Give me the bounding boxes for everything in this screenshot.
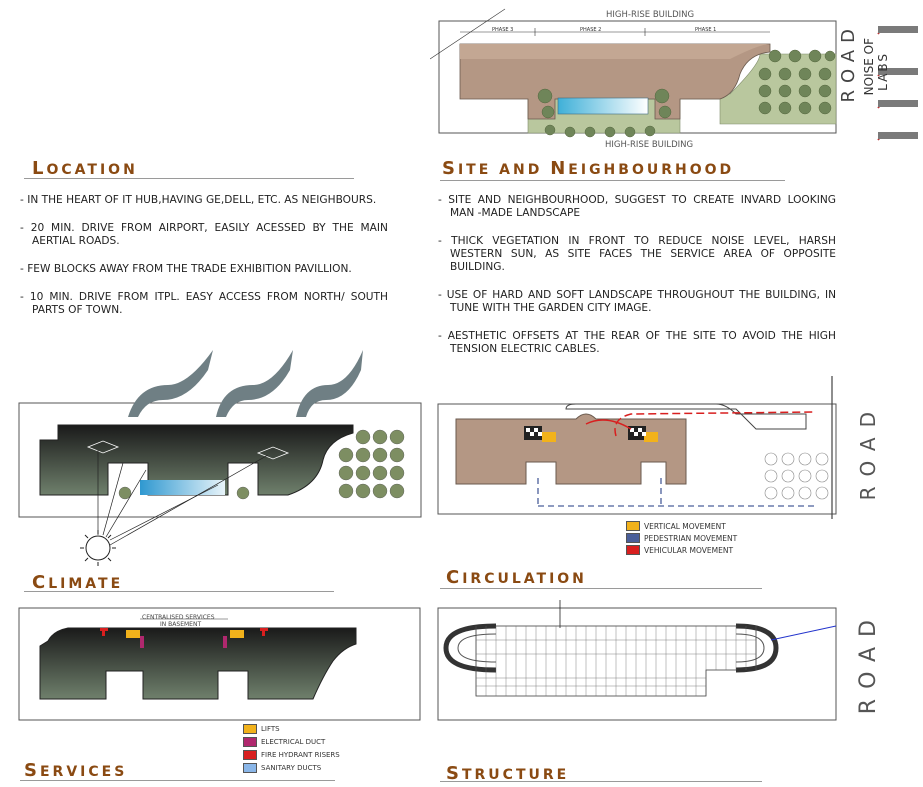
legend-swatch bbox=[243, 762, 257, 773]
circulation-diagram bbox=[436, 374, 838, 522]
noise-of-label: NOISE OF bbox=[862, 38, 876, 96]
structure-heading: STRUCTURE bbox=[446, 763, 570, 784]
services-note-1: CENTRALISED SERVICES bbox=[142, 614, 215, 621]
legend-sanitary-ducts: SANITARY DUCTS bbox=[243, 761, 340, 774]
circulation-rule bbox=[440, 588, 762, 589]
legend-label: VEHICULAR MOVEMENT bbox=[644, 545, 734, 555]
legend-label: LIFTS bbox=[261, 724, 280, 733]
legend-vertical-movement: VERTICAL MOVEMENT bbox=[626, 520, 737, 532]
legend-label: SANITARY DUCTS bbox=[261, 763, 322, 772]
legend-vehicular-movement: VEHICULAR MOVEMENT bbox=[626, 544, 737, 556]
location-point: 20 MIN. DRIVE FROM AIRPORT, EASILY ACESS… bbox=[20, 222, 388, 248]
circulation-road-label: ROAD bbox=[856, 402, 880, 501]
site-rule bbox=[440, 180, 785, 181]
climate-heading: CLIMATE bbox=[32, 572, 124, 593]
services-note-2: IN BASEMENT bbox=[160, 621, 202, 628]
location-point: FEW BLOCKS AWAY FROM THE TRADE EXHIBITIO… bbox=[20, 263, 388, 276]
structure-rule bbox=[440, 781, 762, 782]
legend-swatch bbox=[243, 723, 257, 734]
circulation-legend: VERTICAL MOVEMENT PEDESTRIAN MOVEMENT VE… bbox=[626, 520, 737, 556]
services-diagram bbox=[18, 606, 421, 721]
circulation-heading: CIRCULATION bbox=[446, 567, 587, 588]
legend-swatch bbox=[243, 749, 257, 760]
site-neighbourhood-heading: SITE AND NEIGHBOURHOOD bbox=[442, 158, 735, 179]
legend-label: FIRE HYDRANT RISERS bbox=[261, 750, 340, 759]
legend-label: VERTICAL MOVEMENT bbox=[644, 521, 726, 531]
phase-3-label: PHASE 3 bbox=[492, 27, 513, 33]
location-list: IN THE HEART OF IT HUB,HAVING GE,DELL, E… bbox=[20, 194, 388, 332]
location-point: IN THE HEART OF IT HUB,HAVING GE,DELL, E… bbox=[20, 194, 388, 207]
site-list: SITE AND NEIGHBOURHOOD, SUGGEST TO CREAT… bbox=[438, 194, 836, 371]
location-heading: LOCATION bbox=[32, 158, 138, 179]
bottom-high-rise-label: HIGH-RISE BUILDING bbox=[605, 140, 693, 150]
legend-pedestrian-movement: PEDESTRIAN MOVEMENT bbox=[626, 532, 737, 544]
legend-swatch bbox=[626, 545, 640, 555]
site-plan-road-label: ROAD bbox=[838, 22, 859, 103]
services-heading: SERVICES bbox=[24, 760, 128, 781]
structure-road-label: ROAD bbox=[856, 610, 881, 715]
top-high-rise-label: HIGH-RISE BUILDING bbox=[606, 10, 694, 20]
legend-swatch bbox=[243, 736, 257, 747]
climate-diagram bbox=[18, 345, 423, 570]
services-legend: LIFTS ELECTRICAL DUCT FIRE HYDRANT RISER… bbox=[243, 722, 340, 774]
site-point: AESTHETIC OFFSETS AT THE REAR OF THE SIT… bbox=[438, 330, 836, 356]
legend-swatch bbox=[626, 521, 640, 531]
location-rule bbox=[24, 178, 354, 179]
phase-2-label: PHASE 2 bbox=[580, 27, 601, 33]
legend-fire-hydrant-risers: FIRE HYDRANT RISERS bbox=[243, 748, 340, 761]
site-point: USE OF HARD AND SOFT LANDSCAPE THROUGHOU… bbox=[438, 289, 836, 315]
legend-swatch bbox=[626, 533, 640, 543]
legend-label: PEDESTRIAN MOVEMENT bbox=[644, 533, 738, 543]
site-point: SITE AND NEIGHBOURHOOD, SUGGEST TO CREAT… bbox=[438, 194, 836, 220]
legend-electrical-duct: ELECTRICAL DUCT bbox=[243, 735, 340, 748]
location-point: 10 MIN. DRIVE FROM ITPL. EASY ACCESS FRO… bbox=[20, 291, 388, 317]
legend-lifts: LIFTS bbox=[243, 722, 340, 735]
structure-diagram bbox=[436, 598, 840, 723]
services-rule bbox=[20, 780, 335, 781]
phase-1-label: PHASE 1 bbox=[695, 27, 716, 33]
climate-rule bbox=[24, 591, 334, 592]
labs-label: LABS bbox=[876, 52, 890, 91]
site-point: THICK VEGETATION IN FRONT TO REDUCE NOIS… bbox=[438, 235, 836, 274]
site-plan: PHASE 3 PHASE 2 PHASE 1 HIGH-RISE BUILDI… bbox=[429, 4, 923, 152]
legend-label: ELECTRICAL DUCT bbox=[261, 737, 326, 746]
site-plan-drawing: PHASE 3 PHASE 2 PHASE 1 HIGH-RISE BUILDI… bbox=[429, 8, 918, 150]
